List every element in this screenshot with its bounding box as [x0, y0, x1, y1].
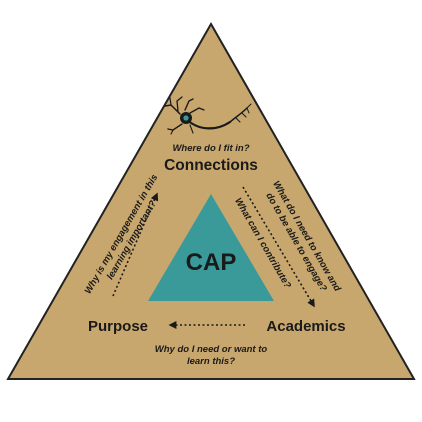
left-arrow [112, 192, 159, 297]
right-arrow [242, 186, 315, 308]
bottom-question-line2: learn this? [187, 356, 235, 367]
neuron-icon [164, 96, 252, 135]
connections-question: Where do I fit in? [172, 143, 249, 154]
bottom-question-line1: Why do I need or want to [155, 344, 268, 355]
cap-label: CAP [186, 249, 237, 276]
purpose-label: Purpose [88, 318, 148, 335]
connections-label: Connections [164, 157, 258, 174]
academics-label: Academics [266, 318, 345, 335]
inner-triangle [148, 194, 274, 301]
